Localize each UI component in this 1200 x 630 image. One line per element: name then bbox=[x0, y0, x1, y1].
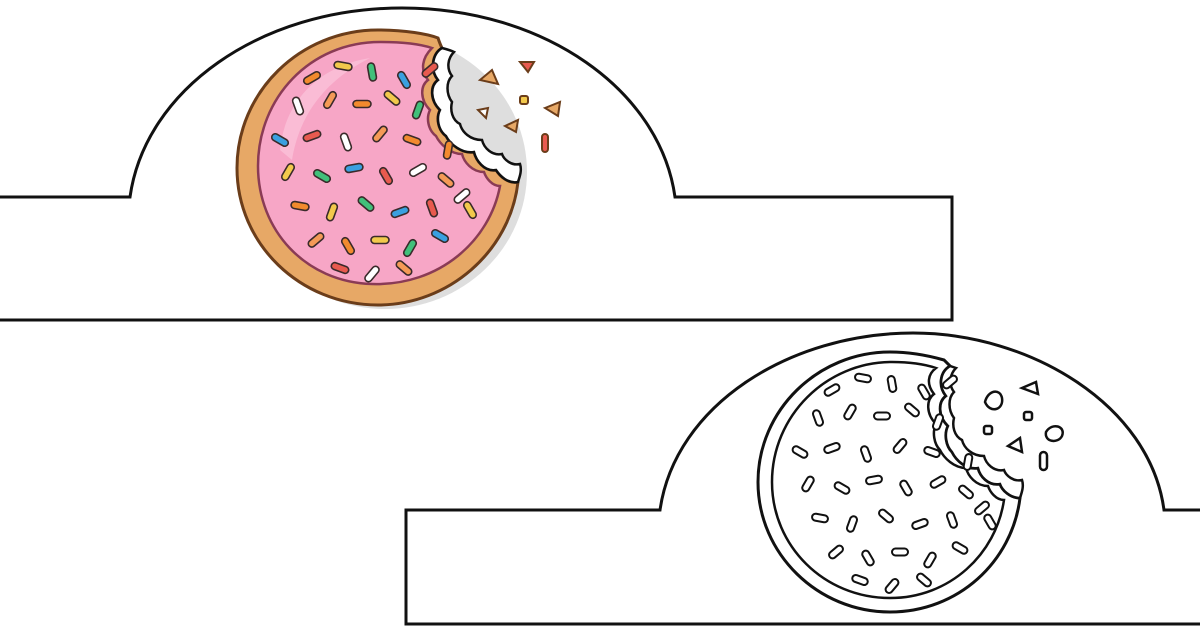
sprinkle bbox=[828, 544, 844, 560]
sprinkles bbox=[270, 60, 478, 283]
sprinkle bbox=[823, 383, 841, 397]
sprinkle bbox=[462, 200, 478, 220]
sprinkle bbox=[370, 235, 390, 245]
sprinkle bbox=[911, 517, 929, 531]
sprinkle bbox=[951, 541, 969, 555]
sprinkle bbox=[333, 60, 353, 72]
sprinkle bbox=[884, 578, 900, 594]
sprinkle bbox=[270, 132, 290, 148]
sprinkle bbox=[833, 481, 851, 495]
sprinkle bbox=[340, 236, 356, 256]
sprinkle bbox=[442, 140, 454, 160]
sprinkle bbox=[859, 445, 873, 463]
sprinkle bbox=[425, 198, 439, 218]
donut-icon bbox=[235, 28, 562, 309]
sprinkle bbox=[958, 484, 974, 500]
sprinkle bbox=[357, 196, 375, 212]
outline-donut-crown bbox=[404, 331, 1200, 626]
sprinkle bbox=[931, 413, 945, 431]
sprinkle bbox=[878, 508, 894, 524]
sprinkle bbox=[352, 99, 372, 109]
sprinkle bbox=[312, 168, 332, 184]
sprinkle bbox=[791, 445, 809, 459]
sprinkle bbox=[811, 512, 829, 524]
sprinkle bbox=[962, 453, 974, 471]
sprinkle bbox=[322, 90, 338, 110]
sprinkle bbox=[378, 166, 394, 186]
sprinkles bbox=[791, 372, 997, 594]
sprinkle bbox=[843, 403, 857, 421]
sprinkle bbox=[437, 172, 455, 188]
sprinkle bbox=[861, 549, 875, 567]
sprinkle bbox=[854, 372, 872, 384]
sprinkle bbox=[865, 474, 883, 486]
sprinkle bbox=[302, 129, 322, 143]
sprinkle bbox=[364, 265, 380, 283]
sprinkle bbox=[339, 132, 353, 152]
sprinkle bbox=[395, 260, 413, 276]
sprinkle bbox=[886, 375, 898, 393]
sprinkle bbox=[851, 573, 869, 587]
sprinkle bbox=[923, 445, 941, 459]
sprinkle bbox=[372, 125, 388, 143]
sprinkle bbox=[302, 70, 322, 86]
sprinkle bbox=[325, 202, 339, 222]
sprinkle bbox=[974, 500, 990, 516]
sprinkle bbox=[290, 200, 310, 212]
sprinkle bbox=[453, 188, 471, 204]
sprinkle bbox=[917, 383, 931, 401]
sprinkle bbox=[411, 100, 425, 120]
sprinkle bbox=[923, 551, 937, 569]
sprinkle bbox=[330, 261, 350, 275]
bitten-donut-icon bbox=[756, 350, 1064, 614]
sprinkle bbox=[307, 232, 325, 248]
sprinkle bbox=[396, 70, 412, 90]
sprinkle bbox=[383, 90, 401, 106]
color-donut-crown bbox=[0, 6, 954, 322]
sprinkle bbox=[942, 374, 958, 390]
sprinkle bbox=[408, 162, 428, 178]
sprinkle bbox=[344, 162, 364, 174]
sprinkle bbox=[430, 228, 450, 244]
sprinkle bbox=[983, 513, 997, 531]
sprinkle bbox=[823, 441, 841, 455]
sprinkle bbox=[945, 511, 959, 529]
sprinkle bbox=[390, 205, 410, 219]
crown-band-outline bbox=[404, 331, 1200, 626]
sprinkle bbox=[904, 402, 920, 418]
sprinkle bbox=[291, 96, 305, 116]
sprinkle bbox=[845, 515, 859, 533]
sprinkle bbox=[801, 475, 815, 493]
sprinkle bbox=[916, 572, 932, 588]
sprinkle bbox=[873, 411, 891, 421]
sprinkle bbox=[899, 479, 913, 497]
sprinkle bbox=[892, 438, 908, 454]
sprinkle bbox=[402, 238, 418, 258]
sprinkle bbox=[891, 547, 909, 557]
sprinkle bbox=[421, 62, 439, 78]
sprinkle bbox=[811, 409, 825, 427]
sprinkle bbox=[402, 133, 422, 147]
sprinkle bbox=[280, 162, 296, 182]
sprinkle bbox=[366, 62, 378, 82]
crown-band-outline bbox=[0, 6, 954, 322]
sprinkle bbox=[929, 475, 947, 489]
